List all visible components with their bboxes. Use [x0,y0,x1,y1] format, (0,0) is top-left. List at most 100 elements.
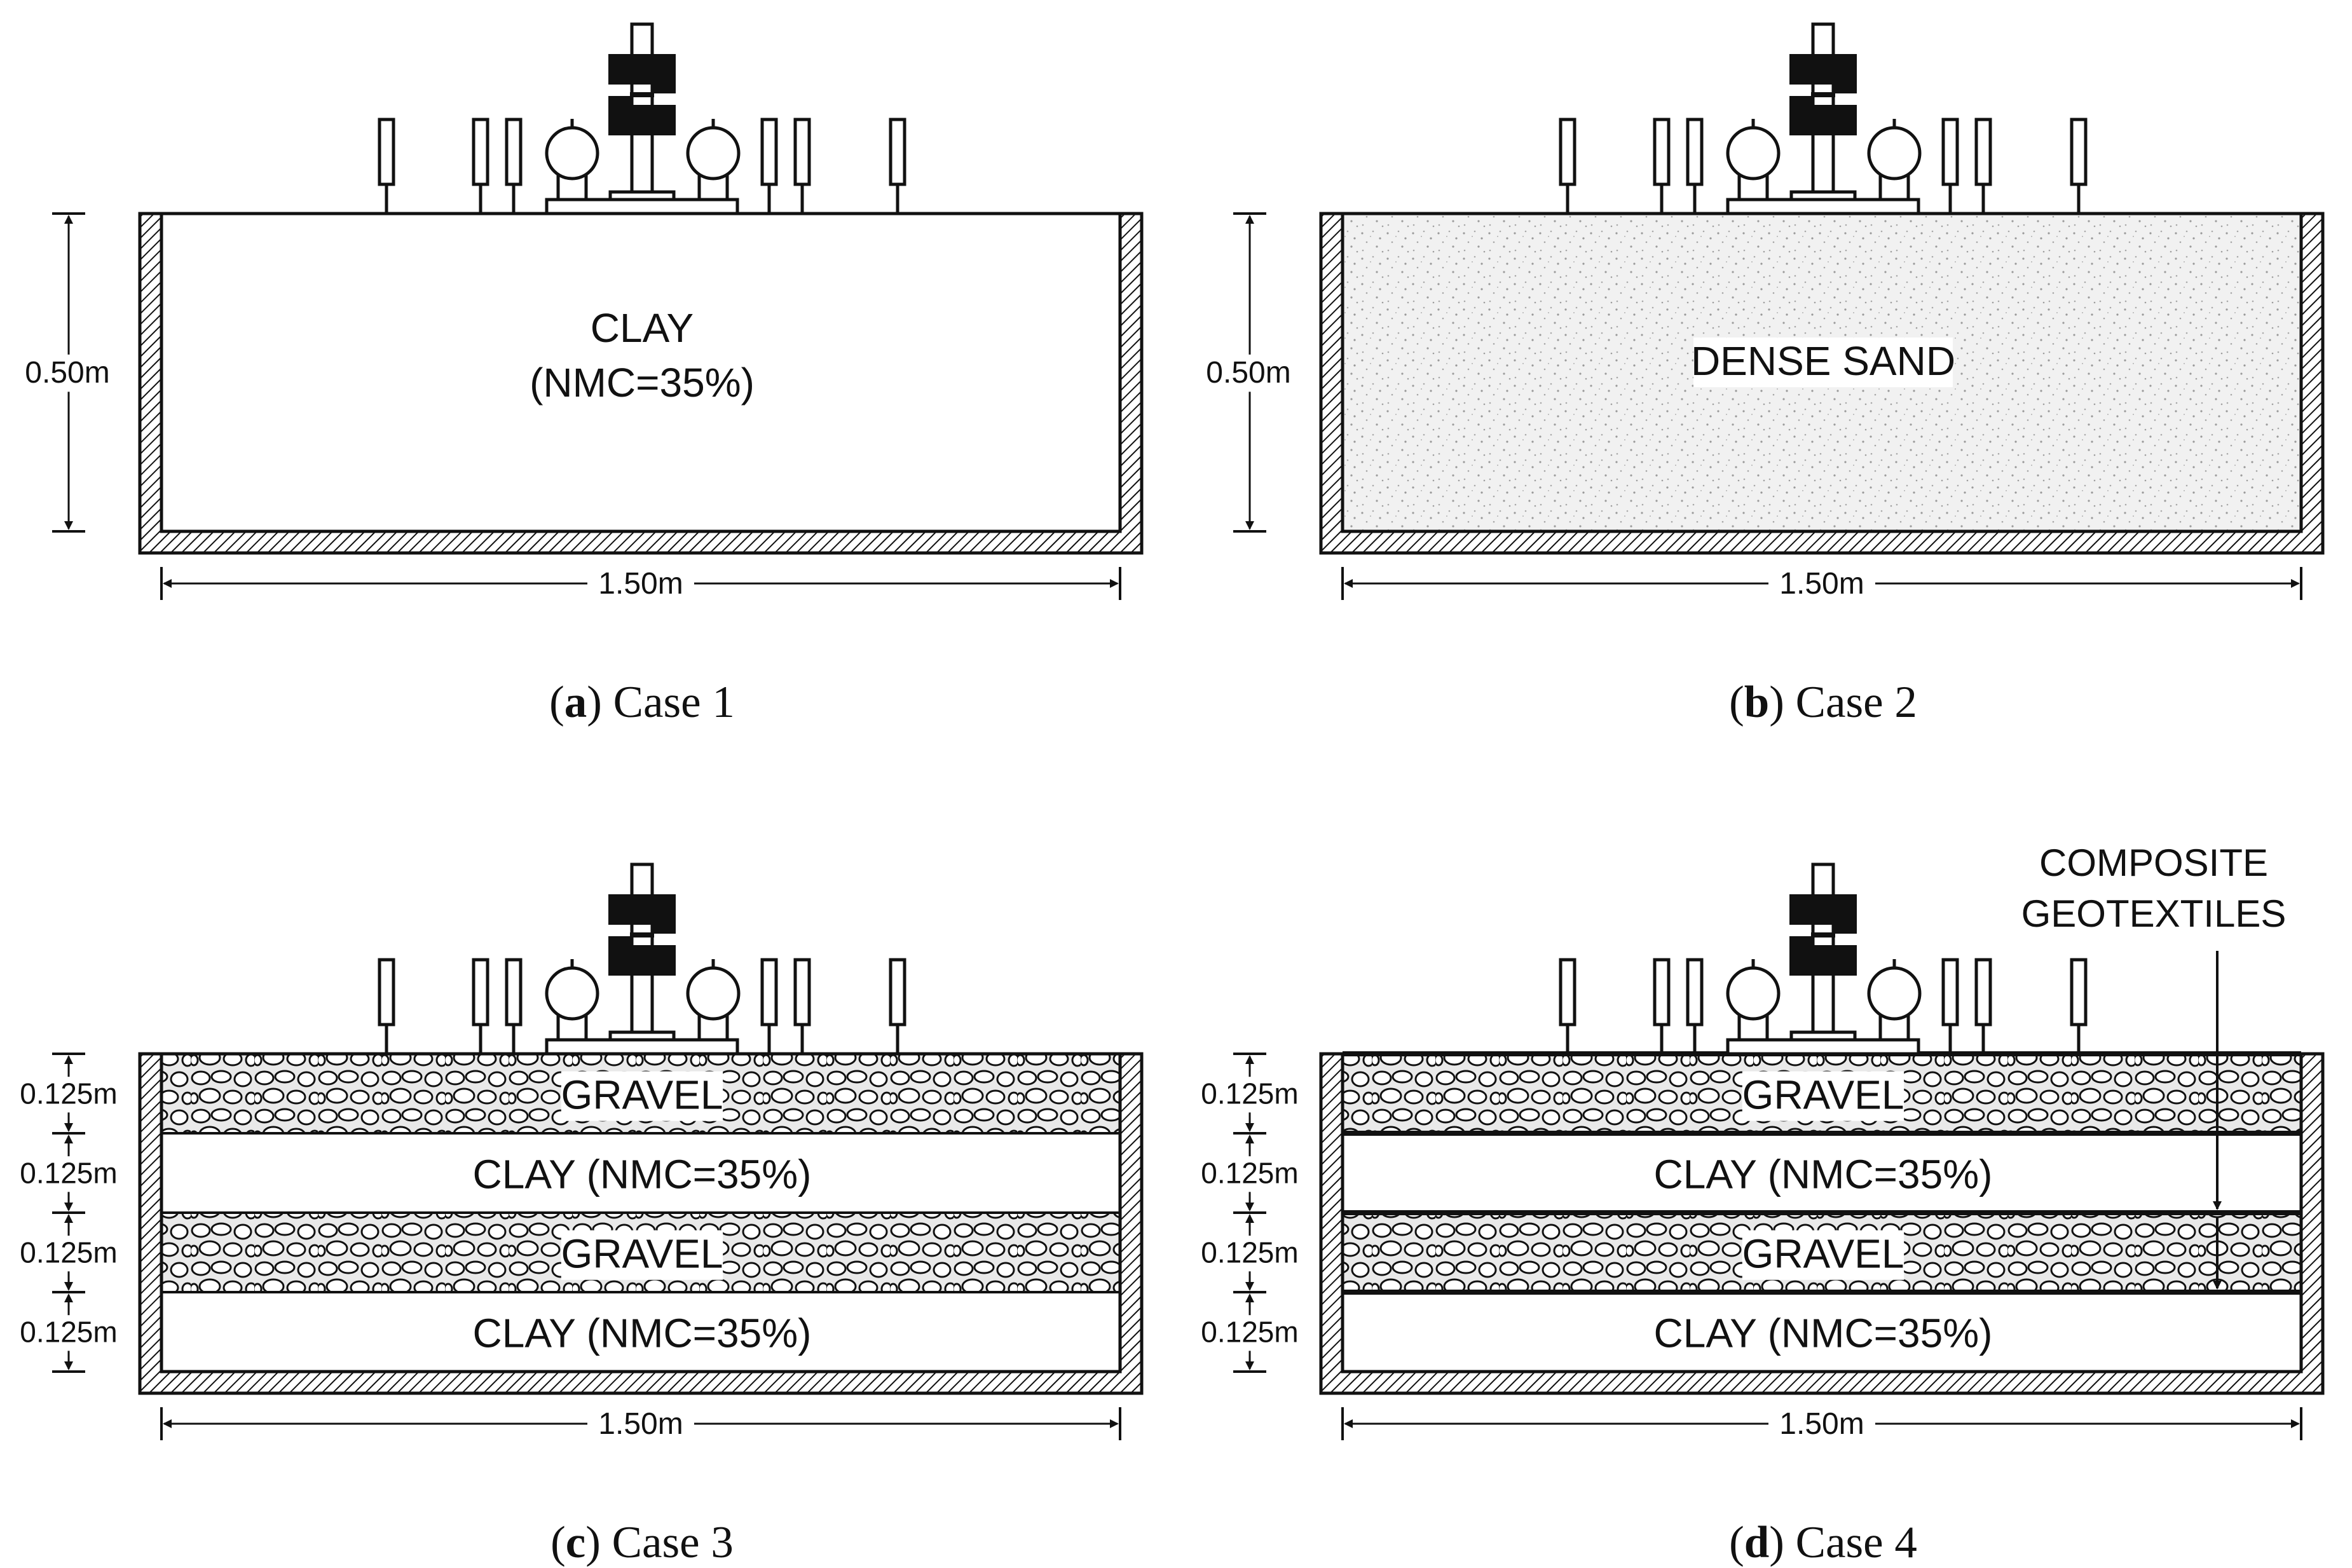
gravel-layer-label: GRAVEL [561,1231,723,1277]
caption-text: ) Case 4 [1769,1518,1917,1567]
thickness-label-background [8,1077,129,1113]
panel-caption: (b) Case 2 [1729,678,1917,727]
settlement-gauge [1559,118,1576,186]
settlement-gauge [1653,958,1671,1026]
gravel-layer-label: GRAVEL [561,1072,723,1118]
settlement-gauge [1974,958,1992,1026]
settlement-gauge [1653,118,1671,186]
settlement-gauge [1686,958,1704,1026]
settlement-gauge [1686,118,1704,186]
dial-gauge-icon [1726,126,1781,181]
loading-plate [545,198,739,215]
settlement-gauge [2070,958,2088,1026]
settlement-gauge [505,118,523,186]
clay-layer [1343,1133,2301,1213]
height-dimension-label-group: 0.50m [1195,354,1302,392]
width-dimension-label-background [1768,565,1875,603]
width-dimension-label-background [587,1405,694,1443]
caption-letter: d [1744,1518,1770,1567]
thickness-label: 0.125m [1201,1236,1298,1269]
width-dimension-label: 1.50m [1779,1407,1864,1441]
gravel-layer-label-group: GRAVEL [1742,1230,1904,1280]
thickness-label: 0.125m [1201,1157,1298,1190]
thickness-label-group: 0.125m [1189,1315,1310,1351]
gravel-layer-label-group: GRAVEL [1742,1071,1904,1121]
height-dimension-label: 0.50m [25,356,109,390]
width-dimension-label: 1.50m [1779,567,1864,601]
dial-gauge-legs [1878,1015,1910,1039]
material-label: CLAY [591,305,694,351]
thickness-label: 0.125m [20,1236,117,1269]
material-label: DENSE SAND [1691,338,1955,384]
clay-layer [161,1133,1120,1213]
width-dimension-label-group: 1.50m [1768,565,1875,603]
settlement-gauge [760,118,778,186]
thickness-label-group: 0.125m [1189,1236,1310,1272]
dial-gauge-icon [686,126,741,181]
loading-plate [1726,1038,1920,1056]
clay-layer-label: CLAY (NMC=35%) [473,1152,812,1197]
dial-gauge-icon [1867,966,1922,1021]
panel-b: DENSE SAND 0.50m 1.50m (b) Case 2 [1195,22,2325,727]
thickness-label: 0.125m [1201,1077,1298,1110]
thickness-label: 0.125m [1201,1316,1298,1349]
loading-plate [545,1038,739,1056]
material-label-group: DENSE SAND [1691,337,1955,388]
height-dimension-label-background [1195,354,1302,392]
thickness-label-group: 0.125m [8,1315,129,1351]
height-dimension-label-group: 0.50m [14,354,121,392]
settlement-gauge [1974,118,1992,186]
thickness-label-background [8,1315,129,1351]
width-dimension-label-group: 1.50m [587,565,694,603]
gravel-layer-label-background [1742,1071,1904,1121]
settlement-gauge [1559,958,1576,1026]
settlement-gauge [760,958,778,1026]
clay-layer-label: CLAY (NMC=35%) [473,1311,812,1356]
clay-layer-label: CLAY (NMC=35%) [1654,1311,1993,1356]
load-cell-icon [1789,894,1857,976]
thickness-label-background [1189,1236,1310,1272]
panel-caption: (c) Case 3 [550,1518,734,1567]
caption-text: ) Case 1 [587,678,735,727]
clay-layer-label-group: CLAY (NMC=35%) [473,1152,812,1197]
settlement-gauge [889,958,906,1026]
thickness-label-background [8,1236,129,1272]
thickness-label-group: 0.125m [1189,1077,1310,1113]
thickness-label-group: 0.125m [8,1156,129,1192]
settlement-gauge [2070,118,2088,186]
thickness-label-group: 0.125m [8,1236,129,1272]
settlement-gauge [889,118,906,186]
thickness-label-background [1189,1077,1310,1113]
dial-gauge-icon [686,966,741,1021]
settlement-gauge [1941,958,1959,1026]
clay-layer [161,1292,1120,1372]
width-dimension-label-group: 1.50m [587,1405,694,1443]
thickness-label: 0.125m [20,1077,117,1110]
annotation-label: COMPOSITE [2039,842,2268,884]
thickness-label: 0.125m [20,1316,117,1349]
annotation-label-line2: GEOTEXTILES [2021,892,2287,935]
dial-gauge-legs [697,1015,729,1039]
gravel-layer-label-background [561,1071,723,1121]
panel-caption: (d) Case 4 [1729,1518,1917,1567]
material-label-background [1693,337,1953,388]
height-dimension-label: 0.50m [1206,356,1290,390]
clay-layer-label: CLAY (NMC=35%) [1654,1152,1993,1197]
settlement-gauge [378,958,395,1026]
caption-text: ) Case 2 [1769,678,1917,727]
settlement-gauge [1941,118,1959,186]
height-dimension-label-background [14,354,121,392]
thickness-label-group: 0.125m [1189,1156,1310,1192]
thickness-label-group: 0.125m [8,1077,129,1113]
gravel-layer-label-background [1742,1230,1904,1280]
load-cell-icon [608,54,676,135]
material-label-detail: (NMC=35%) [530,360,755,406]
material-label-detail-group: (NMC=35%) [530,360,755,406]
settlement-gauge [505,958,523,1026]
dial-gauge-legs [1878,175,1910,199]
dial-gauge-legs [1737,1015,1769,1039]
width-dimension-label-background [1768,1405,1875,1443]
